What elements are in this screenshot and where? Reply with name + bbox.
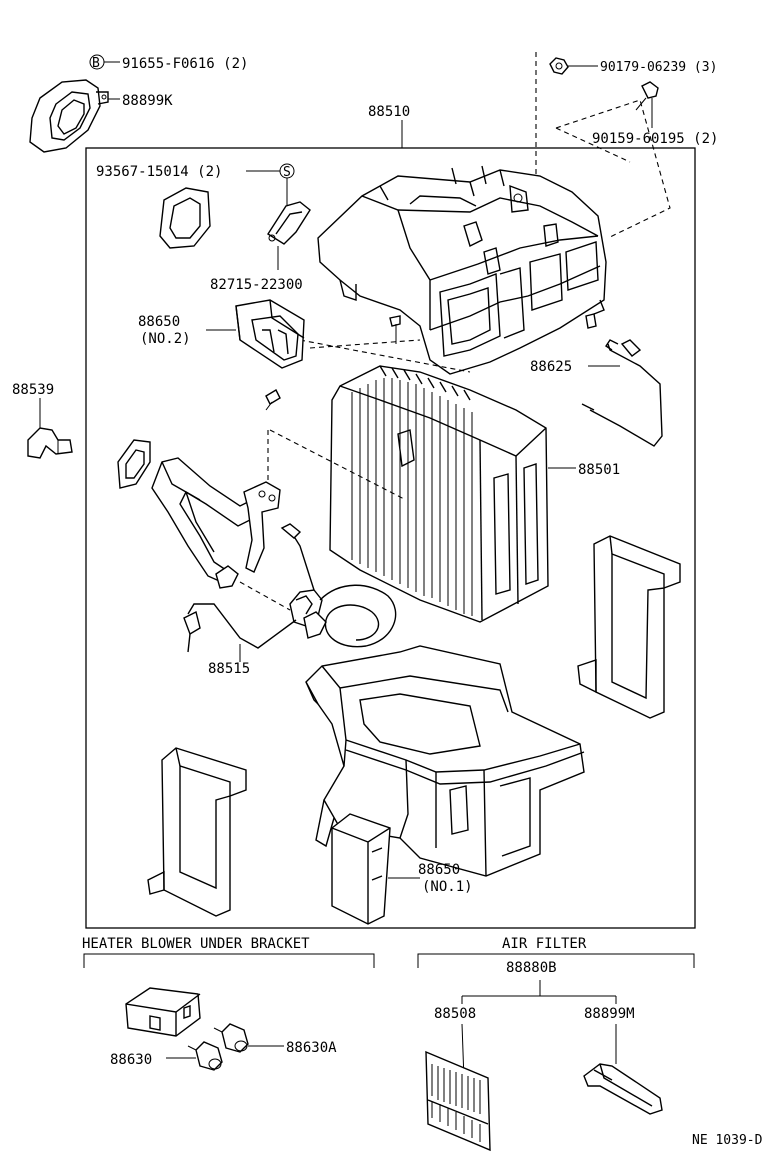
bracket-air-filter [417, 953, 695, 968]
label-91655[interactable]: 91655-F0616 (2) [122, 56, 248, 72]
leader-88880b-tree [461, 980, 617, 1004]
upper-housing-88510 [317, 165, 607, 375]
label-88501[interactable]: 88501 [578, 462, 620, 478]
drain-hose-88539 [27, 427, 73, 459]
bracket-82715 [267, 201, 311, 245]
relay-88630a [213, 1023, 249, 1053]
label-90159[interactable]: 90159-60195 (2) [592, 131, 718, 147]
expansion-valve-block [243, 481, 281, 573]
assembly-frame [85, 147, 696, 929]
bolt-b-icon: B [89, 54, 105, 71]
section-title-air-filter: AIR FILTER [502, 936, 587, 952]
lower-case [305, 645, 585, 877]
seal-strip-right [577, 535, 681, 719]
label-88880b[interactable]: 88880B [506, 960, 557, 976]
seal-strip-left [147, 747, 247, 917]
thermostat-88515 [183, 523, 397, 653]
label-88899k[interactable]: 88899K [122, 93, 173, 109]
screw-resistor [265, 389, 281, 411]
filter-element-88508 [425, 1050, 491, 1152]
svg-text:S: S [283, 165, 291, 180]
pipe-gasket [117, 439, 151, 489]
diagram-code: NE 1039-D [692, 1133, 763, 1148]
label-88650-no1-a[interactable]: 88650 [418, 862, 460, 878]
thermistor-88625 [581, 339, 663, 447]
nut-90179-icon [549, 57, 569, 75]
resistor-88650-no2 [235, 299, 305, 369]
label-88539[interactable]: 88539 [12, 382, 54, 398]
duct-gasket-88899k [29, 79, 109, 153]
label-88650-no2-a[interactable]: 88650 [138, 314, 180, 330]
pipe-fitting [215, 565, 239, 589]
screw-s-icon: S [279, 163, 295, 180]
resistor-88650-no1 [331, 813, 391, 925]
filter-retainer-88899m [583, 1063, 663, 1115]
dashed-guide-top [535, 52, 671, 239]
screw-small [389, 315, 401, 344]
label-88630[interactable]: 88630 [110, 1052, 152, 1068]
pipe-assembly [151, 457, 259, 585]
label-82715[interactable]: 82715-22300 [210, 277, 303, 293]
screw-90159-icon [635, 81, 659, 111]
relay-block [125, 987, 201, 1037]
dashed-guide-pipe [239, 581, 291, 611]
dashed-guide-evap [267, 429, 407, 501]
label-88510[interactable]: 88510 [368, 104, 410, 120]
label-88650-no1-b[interactable]: (NO.1) [422, 879, 473, 895]
svg-text:B: B [92, 56, 100, 71]
label-88515[interactable]: 88515 [208, 661, 250, 677]
dashed-guide-housing [299, 339, 471, 373]
label-93567[interactable]: 93567-15014 (2) [96, 164, 222, 180]
relay-88630 [187, 1041, 223, 1071]
label-88508[interactable]: 88508 [434, 1006, 476, 1022]
section-title-heater-blower: HEATER BLOWER UNDER BRACKET [82, 936, 310, 952]
label-88650-no2-b[interactable]: (NO.2) [140, 331, 191, 347]
label-88625[interactable]: 88625 [530, 359, 572, 375]
bracket-heater-blower [83, 953, 375, 968]
seal-ring [159, 187, 211, 249]
evaporator-88501 [329, 365, 549, 623]
label-90179[interactable]: 90179-06239 (3) [600, 60, 717, 75]
label-88630a[interactable]: 88630A [286, 1040, 337, 1056]
clip-small [585, 313, 597, 329]
label-88899m[interactable]: 88899M [584, 1006, 635, 1022]
